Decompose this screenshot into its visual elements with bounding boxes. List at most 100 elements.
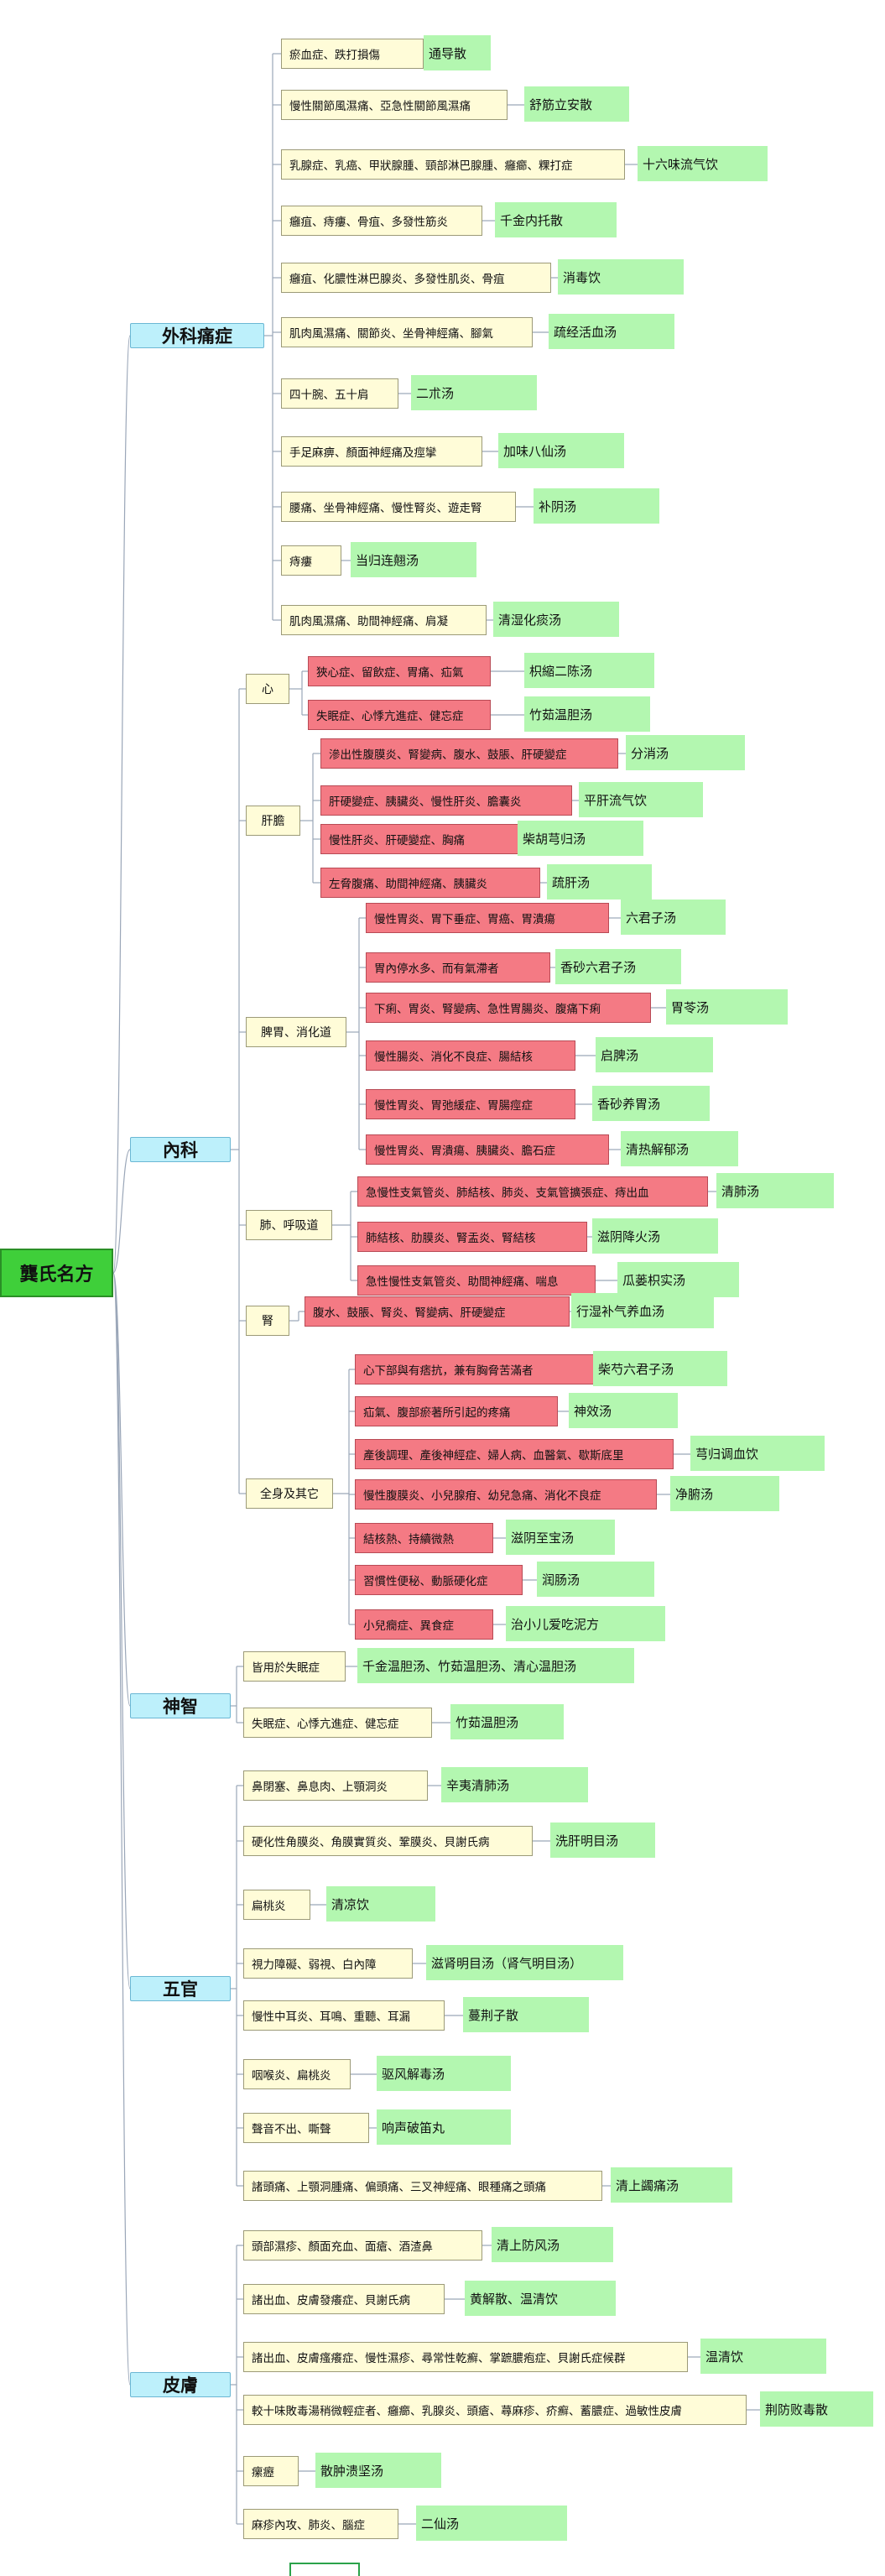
- formula-node[interactable]: 响声破笛丸: [377, 2109, 511, 2145]
- formula-node[interactable]: 神效汤: [569, 1393, 678, 1428]
- formula-node[interactable]: 清热解郁汤: [621, 1131, 738, 1166]
- formula-node[interactable]: 清肺汤: [716, 1173, 834, 1208]
- category-shenzhi[interactable]: 神智: [130, 1693, 231, 1718]
- root-node[interactable]: 龔氏名方: [0, 1249, 113, 1297]
- symptom-node[interactable]: 慢性胃炎、胃下垂症、胃癌、胃潰瘍: [366, 903, 609, 933]
- formula-node[interactable]: 香砂六君子汤: [555, 949, 681, 984]
- symptom-node[interactable]: 肌肉風濕痛、助間神經痛、肩凝: [281, 605, 487, 635]
- formula-node[interactable]: 平肝流气饮: [579, 782, 703, 817]
- symptom-node[interactable]: 胃內停水多、而有氣滯者: [366, 952, 550, 983]
- formula-node[interactable]: 洗肝明目汤: [550, 1822, 655, 1858]
- symptom-node[interactable]: 慢性肝炎、肝硬變症、胸痛: [320, 824, 543, 854]
- symptom-node[interactable]: 左脅腹痛、助間神經痛、胰臟炎: [320, 868, 540, 898]
- symptom-node[interactable]: 諸出血、皮膚瘙癢症、慢性濕疹、尋常性乾癬、掌蹠膿疱症、貝謝氏症候群: [243, 2342, 688, 2372]
- category-pifu[interactable]: 皮膚: [130, 2372, 231, 2397]
- formula-node[interactable]: 二仙汤: [416, 2506, 567, 2541]
- formula-node[interactable]: 竹茹温胆汤: [450, 1704, 564, 1739]
- symptom-node[interactable]: 慢性關節風濕痛、亞急性關節風濕痛: [281, 90, 508, 120]
- formula-node[interactable]: 滋阴降火汤: [592, 1218, 718, 1254]
- symptom-node[interactable]: 習慣性便秘、動脈硬化症: [355, 1565, 523, 1595]
- symptom-node[interactable]: 慢性中耳炎、耳鳴、重聽、耳漏: [243, 2000, 445, 2031]
- symptom-node[interactable]: 下痢、胃炎、腎變病、急性胃腸炎、腹痛下痢: [366, 993, 651, 1023]
- symptom-node[interactable]: 瘀血症、跌打損傷: [281, 39, 424, 69]
- formula-node[interactable]: 滋阴至宝汤: [506, 1520, 615, 1555]
- symptom-node[interactable]: 肝硬變症、胰臟炎、慢性肝炎、膽囊炎: [320, 785, 572, 816]
- formula-node[interactable]: 治小儿爱吃泥方: [506, 1606, 665, 1641]
- formula-node[interactable]: 千金温胆汤、竹茹温胆汤、清心温胆汤: [357, 1648, 634, 1683]
- subgroup-xin[interactable]: 心: [246, 674, 289, 704]
- formula-node[interactable]: 净腑汤: [670, 1476, 779, 1511]
- symptom-node[interactable]: 心下部與有痞抗，兼有胸脅苦滿者: [355, 1354, 606, 1384]
- formula-node[interactable]: 竹茹温胆汤: [524, 696, 650, 732]
- formula-node[interactable]: 温清饮: [700, 2339, 826, 2374]
- category-waike[interactable]: 外科痛症: [130, 323, 264, 348]
- symptom-node[interactable]: 皆用於失眠症: [243, 1651, 346, 1682]
- symptom-node[interactable]: 乳腺症、乳癌、甲狀腺腫、頸部淋巴腺腫、癰癤、粿打症: [281, 149, 625, 180]
- formula-node[interactable]: 清凉饮: [326, 1886, 435, 1922]
- formula-node[interactable]: 通导散: [424, 35, 491, 70]
- symptom-node[interactable]: 腹水、鼓脹、腎炎、腎變病、肝硬變症: [305, 1296, 570, 1327]
- formula-node[interactable]: 行湿补气养血汤: [571, 1293, 714, 1328]
- formula-node[interactable]: 千金内托散: [495, 202, 617, 237]
- formula-node[interactable]: 启脾汤: [596, 1037, 713, 1072]
- symptom-node[interactable]: 慢性腹膜炎、小兒腺疳、幼兒急痛、消化不良症: [355, 1479, 657, 1510]
- formula-node[interactable]: 舒筋立安散: [524, 86, 629, 122]
- formula-node[interactable]: 加味八仙汤: [498, 433, 624, 468]
- symptom-node[interactable]: 狹心症、留飲症、胃痛、疝氣: [308, 656, 491, 686]
- symptom-node[interactable]: 諸頭痛、上顎洞腫痛、偏頭痛、三叉神經痛、眼種痛之頭痛: [243, 2171, 602, 2201]
- subgroup-shen[interactable]: 腎: [246, 1306, 289, 1336]
- formula-node[interactable]: 柴芍六君子汤: [593, 1351, 727, 1386]
- symptom-node[interactable]: 扁桃炎: [243, 1890, 310, 1920]
- symptom-node[interactable]: 手足麻痹、顏面神經痛及痙攣: [281, 436, 482, 467]
- formula-node[interactable]: 分消汤: [626, 735, 745, 770]
- formula-node[interactable]: 芎归调血饮: [690, 1436, 825, 1471]
- symptom-node[interactable]: 急性慢性支氣管炎、助間神經痛、喘息: [357, 1265, 596, 1296]
- formula-node[interactable]: 辛夷清肺汤: [441, 1767, 588, 1802]
- symptom-node[interactable]: 腰痛、坐骨神經痛、慢性腎炎、遊走腎: [281, 492, 516, 522]
- symptom-node[interactable]: 急慢性支氣管炎、肺結核、肺炎、支氣管擴張症、痔出血: [357, 1176, 708, 1207]
- formula-node[interactable]: 荆防败毒散: [760, 2391, 873, 2427]
- formula-node[interactable]: 驱风解毒汤: [377, 2056, 511, 2091]
- symptom-node[interactable]: 疝氣、腹部瘀著所引起的疼痛: [355, 1396, 558, 1426]
- formula-node[interactable]: 十六味流气饮: [638, 146, 768, 181]
- formula-node[interactable]: 润肠汤: [537, 1562, 654, 1597]
- formula-node[interactable]: 滋肾明目汤（肾气明目汤）: [426, 1945, 623, 1980]
- formula-node[interactable]: 清湿化痰汤: [493, 602, 619, 637]
- formula-node[interactable]: 蔓荆子散: [463, 1997, 589, 2032]
- symptom-node[interactable]: 肺結核、肋膜炎、腎盂炎、腎結核: [357, 1222, 587, 1252]
- category-wuguan[interactable]: 五官: [130, 1976, 231, 2001]
- symptom-node[interactable]: 滲出性腹膜炎、腎變病、腹水、鼓脹、肝硬變症: [320, 738, 618, 769]
- subgroup-fei[interactable]: 肺、呼吸道: [246, 1210, 332, 1240]
- symptom-node[interactable]: 鼻閉塞、鼻息肉、上顎洞炎: [243, 1770, 428, 1801]
- formula-node[interactable]: 二朮汤: [411, 375, 537, 410]
- symptom-node[interactable]: 產後調理、產後神經症、婦人病、血醫氣、歇斯底里: [355, 1439, 674, 1469]
- subgroup-quanshen[interactable]: 全身及其它: [246, 1478, 333, 1509]
- formula-node[interactable]: 枳縮二陈汤: [524, 653, 654, 688]
- formula-node[interactable]: 清上蠲痛汤: [611, 2167, 732, 2203]
- formula-node[interactable]: 胃苓汤: [666, 989, 788, 1025]
- symptom-node[interactable]: 硬化性角膜炎、角膜實質炎、鞏膜炎、貝謝氏病: [243, 1826, 533, 1856]
- symptom-node[interactable]: 視力障礙、弱視、白內障: [243, 1948, 413, 1979]
- formula-node[interactable]: 补阴汤: [534, 488, 659, 524]
- symptom-node[interactable]: 癰疽、化膿性淋巴腺炎、多發性肌炎、骨疽: [281, 263, 551, 293]
- formula-node[interactable]: 清上防风汤: [492, 2227, 613, 2262]
- formula-node[interactable]: 黄解散、温清饮: [465, 2281, 616, 2316]
- symptom-node[interactable]: 麻疹內攻、肺炎、腦症: [243, 2509, 398, 2539]
- symptom-node[interactable]: 瘰癧: [243, 2456, 299, 2486]
- formula-node[interactable]: 瓜蒌枳实汤: [617, 1262, 739, 1297]
- symptom-node[interactable]: 結核熱、持續微熱: [355, 1523, 493, 1553]
- symptom-node[interactable]: 較十味敗毒湯稍微輕症者、癰癤、乳腺炎、頭瘡、蕁麻疹、疥癬、蓄膿症、過敏性皮膚: [243, 2395, 747, 2425]
- symptom-node[interactable]: 痔瘻: [281, 545, 341, 576]
- formula-node[interactable]: 疏肝汤: [547, 864, 652, 900]
- formula-node[interactable]: 当归连翹汤: [351, 542, 476, 577]
- symptom-node[interactable]: 肌肉風濕痛、關節炎、坐骨神經痛、腳氣: [281, 317, 533, 347]
- symptom-node[interactable]: 咽喉炎、扁桃炎: [243, 2059, 351, 2089]
- formula-node[interactable]: 疏经活血汤: [549, 314, 674, 349]
- symptom-node[interactable]: 失眠症、心悸亢進症、健忘症: [243, 1708, 432, 1738]
- formula-node[interactable]: 香砂养胃汤: [592, 1086, 710, 1121]
- formula-node[interactable]: 柴胡芎归汤: [518, 821, 643, 856]
- formula-node[interactable]: 消毒饮: [558, 259, 684, 295]
- symptom-node[interactable]: 慢性胃炎、胃潰瘍、胰臟炎、膽石症: [366, 1134, 609, 1165]
- symptom-node[interactable]: 小兒癇症、異食症: [355, 1609, 493, 1640]
- symptom-node[interactable]: 癰疽、痔瘻、骨疽、多發性筋炎: [281, 206, 482, 236]
